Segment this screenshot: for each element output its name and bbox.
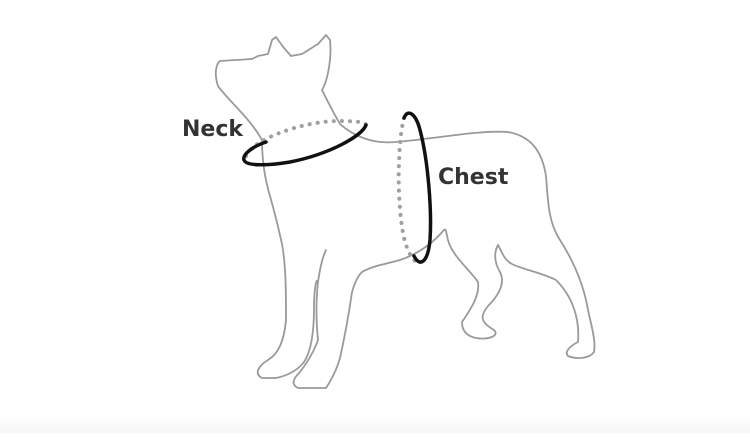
dog-inner-leg-line	[318, 250, 326, 282]
chest-label: Chest	[438, 165, 508, 190]
bottom-shadow-band	[0, 415, 750, 433]
dog-body-outline	[216, 35, 595, 388]
neck-label: Neck	[182, 117, 243, 142]
chest-ring-front	[404, 113, 431, 262]
neck-ring-back-dots	[246, 121, 366, 156]
